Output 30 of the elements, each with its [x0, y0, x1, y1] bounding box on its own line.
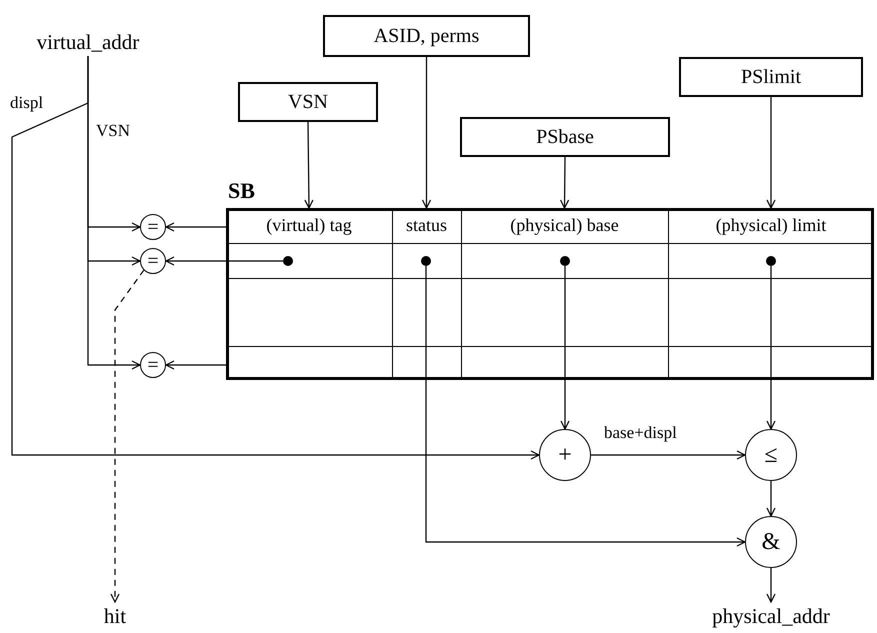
arrow	[766, 97, 776, 209]
column-header: (physical) base	[461, 208, 668, 243]
column-header: (virtual) tag	[226, 208, 392, 243]
arrow	[110, 270, 144, 603]
register-box: PSlimit	[679, 57, 863, 97]
arrow	[766, 568, 776, 603]
signal-label: physical_addr	[701, 602, 841, 630]
signal-label: virtual_addr	[20, 28, 156, 56]
arrow	[560, 266, 570, 430]
arrow	[766, 481, 776, 517]
arrow	[304, 122, 314, 209]
arrow	[165, 222, 226, 232]
arrow	[165, 360, 226, 370]
arrow	[766, 266, 776, 430]
edge-label: base+displ	[602, 424, 679, 441]
register-box: VSN	[238, 82, 378, 122]
column-header: (physical) limit	[668, 208, 874, 243]
column-header: status	[392, 208, 461, 243]
signal-label: VSN	[96, 122, 130, 139]
arrow	[560, 157, 570, 209]
register-box: ASID, perms	[323, 15, 530, 57]
edge-label: displ	[8, 94, 46, 111]
arrow	[591, 450, 746, 460]
arrow	[11, 56, 540, 460]
arrow	[165, 256, 283, 266]
table-title: SB	[228, 180, 255, 202]
signal-label: hit	[95, 602, 135, 630]
register-box: PSbase	[460, 117, 670, 157]
arrow	[422, 57, 432, 209]
arrow	[425, 266, 746, 547]
